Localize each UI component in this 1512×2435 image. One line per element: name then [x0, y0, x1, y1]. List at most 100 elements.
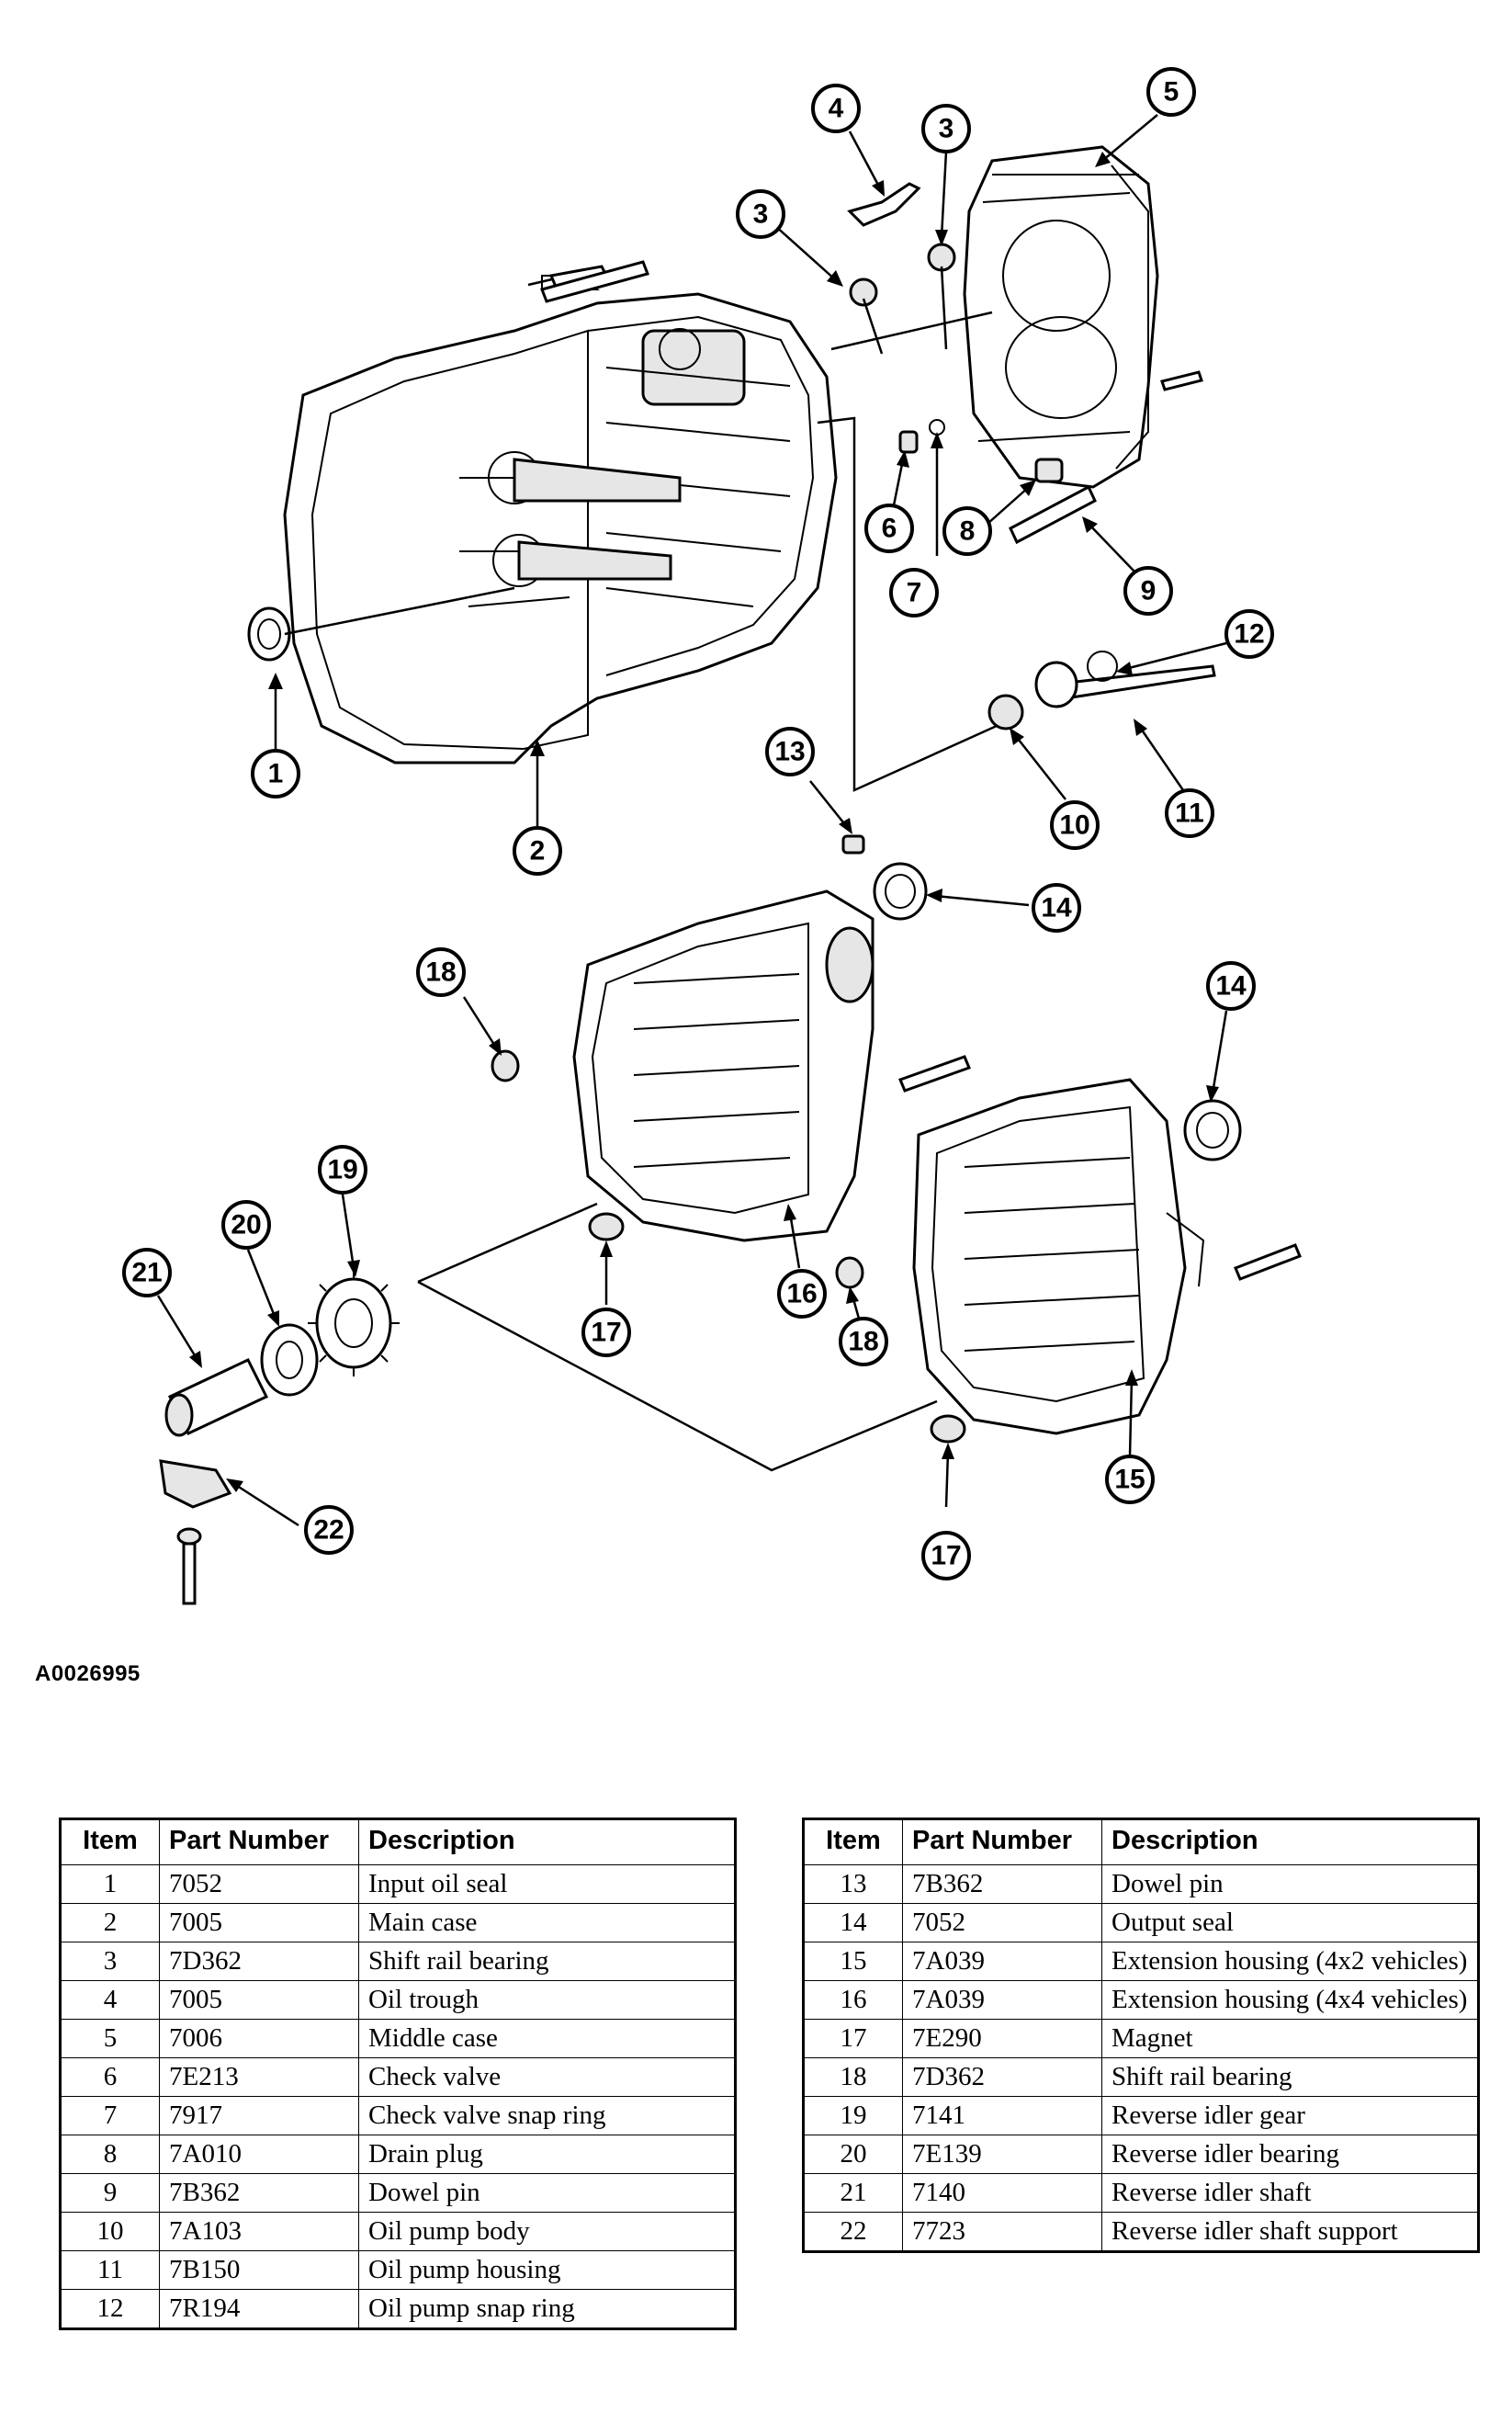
callout-4: 4: [811, 84, 861, 133]
cell-part-number: 7005: [159, 1980, 359, 2020]
callout-label: 1: [268, 759, 284, 789]
cell-description: Shift rail bearing: [1101, 2057, 1479, 2097]
main-case-bolt: [540, 260, 649, 303]
callout-label: 3: [753, 199, 769, 230]
cell-item: 17: [803, 2019, 903, 2058]
callout-12: 12: [1224, 609, 1274, 659]
cell-part-number: 7B150: [159, 2250, 359, 2290]
shift-rail-bearing-18-drawing: [491, 1049, 520, 1082]
cell-item: 11: [60, 2250, 160, 2290]
cell-item: 13: [803, 1864, 903, 1904]
cell-description: Oil pump body: [358, 2212, 736, 2251]
callout-17b: 17: [921, 1531, 971, 1580]
dowel-pin-13-drawing: [841, 834, 865, 855]
callout-1: 1: [251, 749, 300, 798]
cell-description: Oil pump housing: [358, 2250, 736, 2290]
callout-17: 17: [581, 1308, 631, 1357]
cell-item: 21: [803, 2173, 903, 2213]
callout-label: 4: [829, 94, 844, 124]
cell-description: Reverse idler bearing: [1101, 2135, 1479, 2174]
extension-housing-4x4-drawing: [572, 889, 874, 1242]
callout-label: 5: [1164, 77, 1179, 108]
cell-part-number: 7006: [159, 2019, 359, 2058]
callout-15: 15: [1105, 1455, 1155, 1504]
shift-rail-bearing-18-drawing-2: [835, 1256, 864, 1289]
cell-item: 4: [60, 1980, 160, 2020]
callout-label: 8: [960, 516, 976, 547]
cell-part-number: 7A103: [159, 2212, 359, 2251]
cell-part-number: 7A039: [902, 1980, 1102, 2020]
callout-label: 15: [1114, 1465, 1145, 1495]
callout-18: 18: [416, 947, 466, 997]
cell-description: Dowel pin: [358, 2173, 736, 2213]
assembly-lines: [284, 266, 998, 1472]
callout-7: 7: [889, 568, 939, 617]
cell-item: 9: [60, 2173, 160, 2213]
cell-description: Input oil seal: [358, 1864, 736, 1904]
middle-case-drawing: [963, 145, 1159, 489]
callout-label: 9: [1141, 576, 1157, 606]
table-header-row: Item Part Number Description: [803, 1818, 1479, 1865]
cell-item: 3: [60, 1942, 160, 1981]
callout-2: 2: [513, 826, 562, 876]
callout-label: 11: [1175, 798, 1204, 829]
cell-part-number: 7052: [159, 1864, 359, 1904]
callout-label: 3: [939, 114, 954, 144]
reverse-idler-bearing-drawing: [260, 1323, 319, 1397]
callout-label: 19: [327, 1155, 357, 1185]
cell-part-number: 7140: [902, 2173, 1102, 2213]
dowel-pin-drawing: [1009, 484, 1097, 545]
middle-case-bolt: [1160, 370, 1203, 391]
callout-21: 21: [122, 1248, 172, 1297]
cell-description: Extension housing (4x4 vehicles): [1101, 1980, 1479, 2020]
magnet-drawing: [588, 1212, 625, 1241]
cell-description: Oil pump snap ring: [358, 2289, 736, 2329]
extension-housing-4x2-drawing: [912, 1078, 1205, 1435]
cell-item: 22: [803, 2212, 903, 2252]
callout-label: 6: [882, 514, 897, 544]
cell-item: 5: [60, 2019, 160, 2058]
cell-part-number: 7005: [159, 1903, 359, 1942]
shift-rail-bearing-drawing-2: [927, 243, 956, 272]
table-header-row: Item Part Number Description: [60, 1818, 736, 1865]
callout-3: 3: [736, 189, 785, 239]
cell-item: 15: [803, 1942, 903, 1981]
callout-5: 5: [1146, 67, 1196, 117]
oil-pump-snap-ring-drawing: [1087, 651, 1118, 682]
callout-label: 12: [1234, 619, 1264, 650]
cell-description: Reverse idler shaft support: [1101, 2212, 1479, 2252]
cell-item: 6: [60, 2057, 160, 2097]
callout-11: 11: [1165, 788, 1214, 838]
cell-description: Reverse idler gear: [1101, 2096, 1479, 2135]
callout-label: 17: [591, 1318, 621, 1348]
cell-item: 14: [803, 1903, 903, 1942]
reverse-idler-shaft-support-drawing: [159, 1459, 232, 1509]
callout-label: 10: [1059, 810, 1089, 841]
callout-14b: 14: [1206, 961, 1256, 1011]
cell-item: 19: [803, 2096, 903, 2135]
cell-description: Extension housing (4x2 vehicles): [1101, 1942, 1479, 1981]
cell-item: 7: [60, 2096, 160, 2135]
header-description: Description: [1101, 1818, 1479, 1865]
callout-10: 10: [1050, 800, 1100, 850]
callout-20: 20: [221, 1200, 271, 1250]
reverse-idler-gear-drawing: [308, 1270, 400, 1376]
input-oil-seal-drawing: [247, 606, 291, 662]
cell-item: 2: [60, 1903, 160, 1942]
